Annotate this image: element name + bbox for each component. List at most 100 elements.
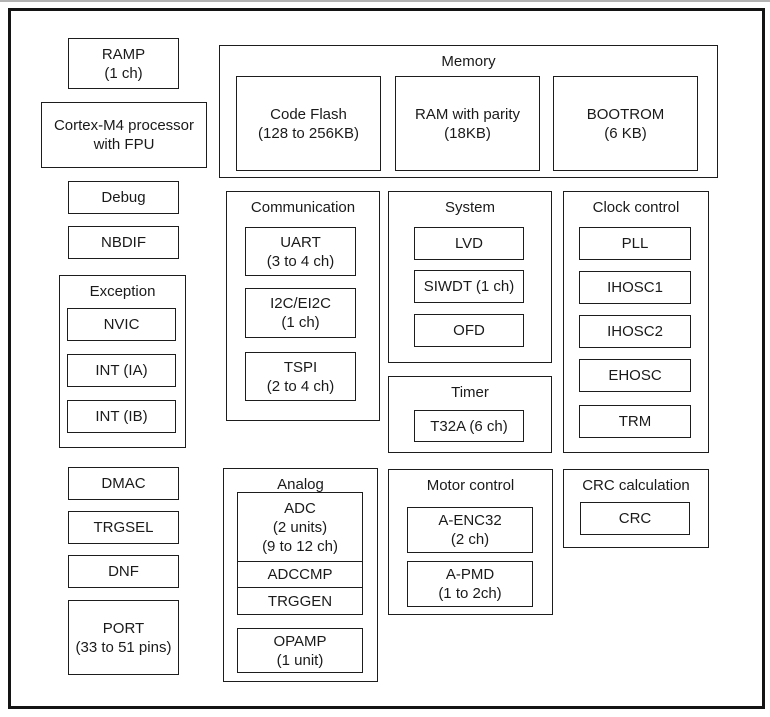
group-clock-control-title: Clock control bbox=[592, 199, 680, 216]
group-memory-title: Memory bbox=[441, 53, 496, 70]
block-bootrom-sub: (6 KB) bbox=[604, 124, 647, 142]
group-crc-calculation-title: CRC calculation bbox=[582, 477, 690, 494]
block-adccmp: ADCCMP bbox=[238, 561, 362, 587]
block-dmac-label: DMAC bbox=[101, 475, 146, 492]
block-dnf-label: DNF bbox=[108, 563, 139, 580]
block-port-sub: (33 to 51 pins) bbox=[75, 638, 172, 656]
block-pll-label: PLL bbox=[621, 235, 649, 252]
block-code-flash-sub: (128 to 256KB) bbox=[258, 124, 359, 142]
group-system-title: System bbox=[444, 199, 495, 216]
group-motor-control: Motor control A-ENC32 (2 ch) A-PMD (1 to… bbox=[388, 469, 553, 615]
block-trgsel-label: TRGSEL bbox=[93, 519, 154, 536]
block-ihosc2: IHOSC2 bbox=[579, 315, 691, 348]
group-timer-title: Timer bbox=[451, 384, 489, 401]
group-clock-control: Clock control PLL IHOSC1 IHOSC2 EHOSC TR… bbox=[563, 191, 709, 453]
block-opamp-sub: (1 unit) bbox=[276, 651, 324, 669]
block-t32a: T32A (6 ch) bbox=[414, 410, 524, 442]
group-crc-calculation: CRC calculation CRC bbox=[563, 469, 709, 548]
block-adccmp-label: ADCCMP bbox=[267, 566, 333, 583]
block-uart: UART (3 to 4 ch) bbox=[245, 227, 356, 276]
block-adc-label: ADC bbox=[284, 499, 316, 517]
block-adc: ADC (2 units) (9 to 12 ch) bbox=[238, 493, 362, 561]
block-uart-sub: (3 to 4 ch) bbox=[266, 252, 335, 270]
block-code-flash-label: Code Flash bbox=[270, 105, 347, 123]
block-uart-label: UART bbox=[280, 233, 321, 251]
block-ramp-label: RAMP bbox=[101, 45, 146, 63]
block-trggen: TRGGEN bbox=[238, 587, 362, 614]
block-int-ib: INT (IB) bbox=[67, 400, 176, 433]
block-siwdt: SIWDT (1 ch) bbox=[414, 270, 524, 303]
block-cortex-m4-label: Cortex-M4 processor bbox=[53, 117, 195, 134]
block-a-pmd-label: A-PMD bbox=[445, 566, 495, 583]
block-ehosc-label: EHOSC bbox=[608, 367, 662, 384]
block-code-flash: Code Flash (128 to 256KB) bbox=[236, 76, 381, 171]
block-cortex-m4: Cortex-M4 processor with FPU bbox=[41, 102, 207, 168]
block-ram-parity-sub: (18KB) bbox=[444, 124, 491, 142]
block-a-pmd-sub: (1 to 2ch) bbox=[438, 585, 502, 602]
block-trggen-label: TRGGEN bbox=[267, 592, 333, 610]
block-ihosc1-label: IHOSC1 bbox=[607, 279, 663, 296]
block-ehosc: EHOSC bbox=[579, 359, 691, 392]
block-tspi: TSPI (2 to 4 ch) bbox=[245, 352, 356, 401]
block-lvd: LVD bbox=[414, 227, 524, 260]
block-debug: Debug bbox=[68, 181, 179, 214]
block-port-label: PORT bbox=[102, 619, 145, 637]
block-ram-parity: RAM with parity (18KB) bbox=[395, 76, 540, 171]
block-adc-stack: ADC (2 units) (9 to 12 ch) ADCCMP TRGGEN bbox=[237, 492, 363, 615]
block-lvd-label: LVD bbox=[454, 235, 484, 252]
block-a-enc32-sub: (2 ch) bbox=[450, 531, 490, 548]
block-ram-parity-label: RAM with parity bbox=[414, 105, 521, 123]
block-ofd-label: OFD bbox=[453, 322, 485, 339]
block-debug-label: Debug bbox=[101, 189, 146, 206]
group-memory: Memory Code Flash (128 to 256KB) RAM wit… bbox=[219, 45, 718, 178]
block-int-ia: INT (IA) bbox=[67, 354, 176, 387]
block-dmac: DMAC bbox=[68, 467, 179, 500]
block-i2c: I2C/EI2C (1 ch) bbox=[245, 288, 356, 338]
group-communication-title: Communication bbox=[250, 199, 356, 216]
block-adc-sub: (2 units) bbox=[272, 518, 328, 536]
block-nbdif-label: NBDIF bbox=[101, 234, 146, 251]
page-top-rule bbox=[0, 0, 770, 2]
block-cortex-m4-sub: with FPU bbox=[93, 136, 155, 153]
block-dnf: DNF bbox=[68, 555, 179, 588]
block-a-pmd: A-PMD (1 to 2ch) bbox=[407, 561, 533, 607]
block-ofd: OFD bbox=[414, 314, 524, 347]
block-t32a-label: T32A (6 ch) bbox=[430, 417, 508, 435]
block-ramp: RAMP (1 ch) bbox=[68, 38, 179, 89]
group-analog: Analog ADC (2 units) (9 to 12 ch) ADCCMP… bbox=[223, 468, 378, 682]
block-ramp-sub: (1 ch) bbox=[104, 64, 143, 82]
block-port: PORT (33 to 51 pins) bbox=[68, 600, 179, 675]
block-a-enc32-label: A-ENC32 bbox=[438, 512, 502, 529]
block-crc: CRC bbox=[580, 502, 690, 535]
block-nbdif: NBDIF bbox=[68, 226, 179, 259]
block-ihosc2-label: IHOSC2 bbox=[607, 323, 663, 340]
group-exception: Exception NVIC INT (IA) INT (IB) bbox=[59, 275, 186, 448]
group-exception-title: Exception bbox=[89, 283, 156, 300]
block-trm-label: TRM bbox=[618, 413, 652, 430]
block-i2c-sub: (1 ch) bbox=[281, 314, 320, 331]
group-timer: Timer T32A (6 ch) bbox=[388, 376, 552, 453]
group-system: System LVD SIWDT (1 ch) OFD bbox=[388, 191, 552, 363]
block-bootrom-label: BOOTROM bbox=[586, 105, 665, 123]
block-opamp-label: OPAMP bbox=[273, 632, 327, 650]
block-adc-sub2: (9 to 12 ch) bbox=[262, 537, 338, 555]
block-trm: TRM bbox=[579, 405, 691, 438]
block-siwdt-label: SIWDT (1 ch) bbox=[423, 278, 515, 295]
block-i2c-label: I2C/EI2C bbox=[270, 295, 331, 312]
block-nvic: NVIC bbox=[67, 308, 176, 341]
block-tspi-sub: (2 to 4 ch) bbox=[266, 377, 335, 395]
group-communication: Communication UART (3 to 4 ch) I2C/EI2C … bbox=[226, 191, 380, 421]
block-nvic-label: NVIC bbox=[103, 316, 140, 333]
block-opamp: OPAMP (1 unit) bbox=[237, 628, 363, 673]
block-int-ia-label: INT (IA) bbox=[95, 362, 148, 379]
block-ihosc1: IHOSC1 bbox=[579, 271, 691, 304]
block-pll: PLL bbox=[579, 227, 691, 260]
block-a-enc32: A-ENC32 (2 ch) bbox=[407, 507, 533, 553]
block-crc-label: CRC bbox=[618, 510, 652, 527]
block-tspi-label: TSPI bbox=[283, 358, 318, 376]
block-bootrom: BOOTROM (6 KB) bbox=[553, 76, 698, 171]
block-int-ib-label: INT (IB) bbox=[95, 408, 148, 425]
group-analog-title: Analog bbox=[277, 476, 324, 493]
group-motor-control-title: Motor control bbox=[426, 477, 515, 494]
